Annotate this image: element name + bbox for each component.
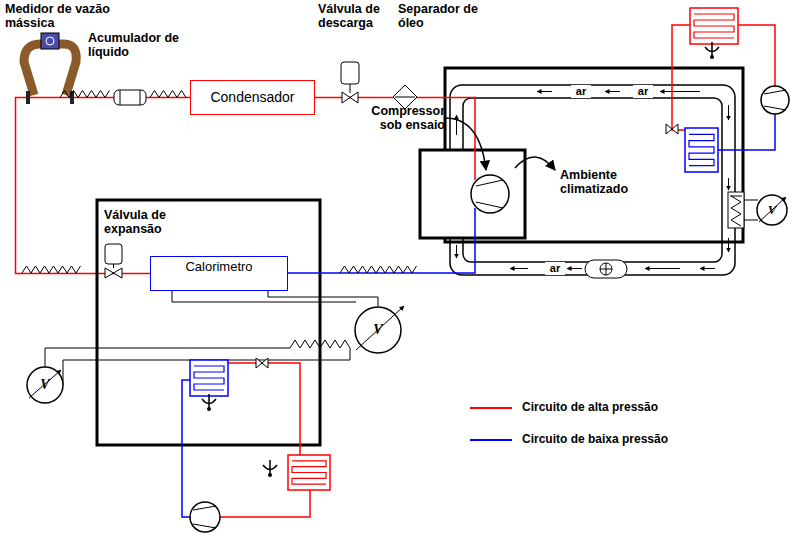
aux-line-high [220,363,310,517]
callout-label: Acumulador de líquido [88,31,188,59]
callout-label: Válvula de expansão [104,208,204,236]
compressor-enclosure [420,150,525,238]
legend-swatch [470,439,512,441]
legend-text: Circuito de baixa pressão [522,432,668,446]
suction-line [288,208,475,273]
component-box: Calorimetro [150,256,288,291]
compressor-symbol [471,175,509,213]
air-duct-outer [450,85,735,275]
coil-frame [190,360,228,396]
coil-frame [288,455,330,490]
box-label: Calorimetro [151,259,287,275]
air-arrows [457,92,729,269]
discharge-line [315,98,475,181]
legend-swatch [470,407,512,409]
legend-text: Circuito de alta pressão [522,400,658,414]
flow-label: ar [545,262,565,275]
liquid-accumulator [114,90,146,105]
fan-symbol [202,394,216,409]
meter-symbol-letter: V [37,377,53,393]
duct-fan [585,260,627,278]
aux-compressor-mark [193,506,216,528]
fan-symbol [705,42,719,57]
meter-symbol-letter: V [764,202,780,217]
heater-trace [60,91,110,98]
coil-serpentine [292,461,326,484]
callout-arrow [515,157,555,170]
voltmeter-symbol [757,195,787,225]
meter-symbol-letter: V [370,322,386,338]
fan-hub [268,473,272,477]
flow-label: ar [571,85,591,98]
flow-label: ar [633,85,653,98]
coil-serpentine [694,14,734,38]
callout-label: Ambiente climatizado [560,168,670,196]
box-label: Condensador [191,89,314,106]
aux-line-low [182,380,190,517]
heater-trace [150,91,186,98]
component-box: Condensador [190,80,315,115]
heater-trace [22,266,81,273]
aux-compressor [761,86,789,114]
fan-symbol [263,460,277,475]
voltmeter-arrow [29,370,61,398]
heater-trace [340,266,417,273]
expansion-valve [105,244,122,278]
mass-flow-meter [24,33,76,104]
voltmeter-symbol [27,367,63,403]
coil-frame [685,128,718,172]
aux-compressor-mark [764,90,786,110]
discharge-valve [341,62,359,103]
callout-label: Separador de óleo [398,2,490,30]
coil-serpentine [194,366,224,390]
aux-compressor [190,502,220,532]
heater-trace [290,340,350,348]
fan-hub [207,407,211,411]
voltmeter-arrow [356,306,404,350]
fan-hub [710,55,714,59]
aux-valve [256,358,268,368]
repeated-strokes [22,8,742,490]
heater-trace [731,196,741,226]
aux-line-low [718,114,775,150]
callout-label: Válvula de descarga [318,2,398,30]
callout-arrow [445,118,486,170]
callout-label: Medidor de vazão mássica [5,2,117,30]
voltmeter-symbol [355,307,401,353]
duct-heater [728,192,744,228]
coil-serpentine [689,134,714,165]
voltmeter-arrow [759,197,786,222]
aux-valve [666,124,678,134]
compressor-symbol-mark [476,180,503,208]
coil-frame [690,8,738,44]
heater-wire [744,200,758,220]
callout-label: Compressor sob ensaio [365,104,445,132]
refrigerant-line [16,98,191,274]
calorimeter-chamber [97,200,320,445]
